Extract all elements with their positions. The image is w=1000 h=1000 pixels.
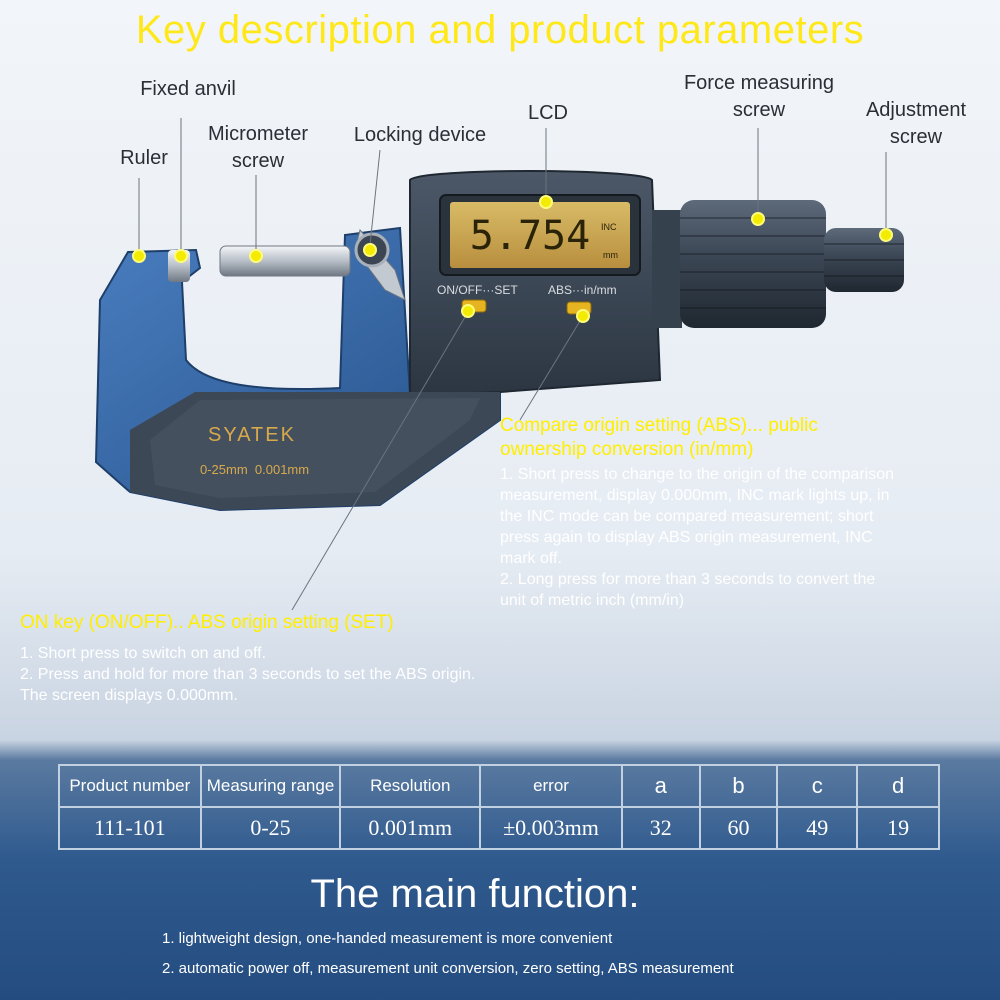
spindle — [219, 245, 351, 277]
on-off-key-label: ON/OFF···SET — [437, 283, 518, 297]
main-function-title: The main function: — [310, 872, 640, 916]
page-title: Key description and product parameters — [135, 8, 865, 52]
spec-header-row: Product number Measuring range Resolutio… — [58, 764, 940, 808]
function-item: 2. automatic power off, measurement unit… — [162, 960, 734, 977]
on-key-text-line: 2. Press and hold for more than 3 second… — [20, 666, 476, 683]
on-key-description: ON key (ON/OFF).. ABS origin setting (SE… — [20, 611, 620, 706]
label-force-measuring-screw: Force measuring screw — [683, 72, 835, 121]
brand-logo: SYATEK — [208, 424, 296, 446]
abs-text-line: unit of metric inch (mm/in) — [500, 592, 685, 609]
label-lcd: LCD — [527, 102, 568, 124]
spec-value-cell: ±0.003mm — [479, 806, 623, 850]
label-ruler: Ruler — [120, 147, 168, 169]
lcd-unit-mark: mm — [603, 250, 618, 260]
function-item: 1. lightweight design, one-handed measur… — [162, 930, 613, 947]
abs-text-line: press again to display ABS origin measur… — [500, 529, 873, 546]
spec-value-cell: 0.001mm — [339, 806, 482, 850]
spec-header-cell: b — [698, 764, 779, 808]
abs-heading-line-2: ownership conversion (in/mm) — [500, 439, 754, 460]
abs-heading-line-1: Compare origin setting (ABS)... public — [500, 415, 818, 436]
spec-header-cell: d — [856, 764, 940, 808]
spec-header-cell: error — [479, 764, 623, 808]
abs-text-line: measurement, display 0.000mm, INC mark l… — [500, 487, 890, 504]
on-key-text-line: The screen displays 0.000mm. — [20, 687, 238, 704]
spec-table: Product number Measuring range Resolutio… — [58, 764, 940, 850]
label-micrometer-screw: Micrometer screw — [207, 123, 308, 172]
label-fixed-anvil: Fixed anvil — [140, 78, 236, 100]
abs-text-line: 2. Long press for more than 3 seconds to… — [500, 571, 876, 588]
abs-key-label: ABS···in/mm — [548, 283, 617, 297]
abs-text-line: 1. Short press to change to the origin o… — [500, 466, 895, 483]
sleeve — [652, 210, 682, 328]
spec-value-cell: 60 — [698, 806, 779, 850]
on-key-heading: ON key (ON/OFF).. ABS origin setting (SE… — [20, 612, 394, 633]
label-locking-device: Locking device — [353, 124, 487, 146]
lcd-inc-mark: INC — [601, 222, 617, 232]
on-key-text-line: 1. Short press to switch on and off. — [20, 645, 267, 662]
spec-header-cell: Resolution — [339, 764, 482, 808]
spec-header-cell: Measuring range — [199, 764, 342, 808]
spec-header-cell: c — [776, 764, 859, 808]
spec-value-cell: 32 — [620, 806, 701, 850]
abs-text-line: mark off. — [500, 550, 562, 567]
abs-text-line: the INC mode can be compared measurement… — [500, 508, 874, 525]
ratchet — [824, 228, 904, 292]
spec-value-cell: 0-25 — [199, 806, 342, 850]
spec-value-cell: 49 — [776, 806, 859, 850]
spec-header-cell: Product number — [58, 764, 202, 808]
lcd-reading: 5.754 — [469, 213, 591, 259]
lcd-screen — [450, 202, 630, 268]
spec-value-cell: 19 — [856, 806, 940, 850]
spec-value-cell: 111-101 — [58, 806, 202, 850]
label-adjustment-screw: Adjustment screw — [865, 99, 967, 148]
spec-header-cell: a — [620, 764, 701, 808]
abs-description: Compare origin setting (ABS)... public o… — [500, 414, 980, 611]
spec-value-row: 111-101 0-25 0.001mm ±0.003mm 32 60 49 1… — [58, 806, 940, 850]
range-marking: 0-25mm 0.001mm — [200, 462, 310, 477]
thimble-knurl — [680, 200, 826, 328]
